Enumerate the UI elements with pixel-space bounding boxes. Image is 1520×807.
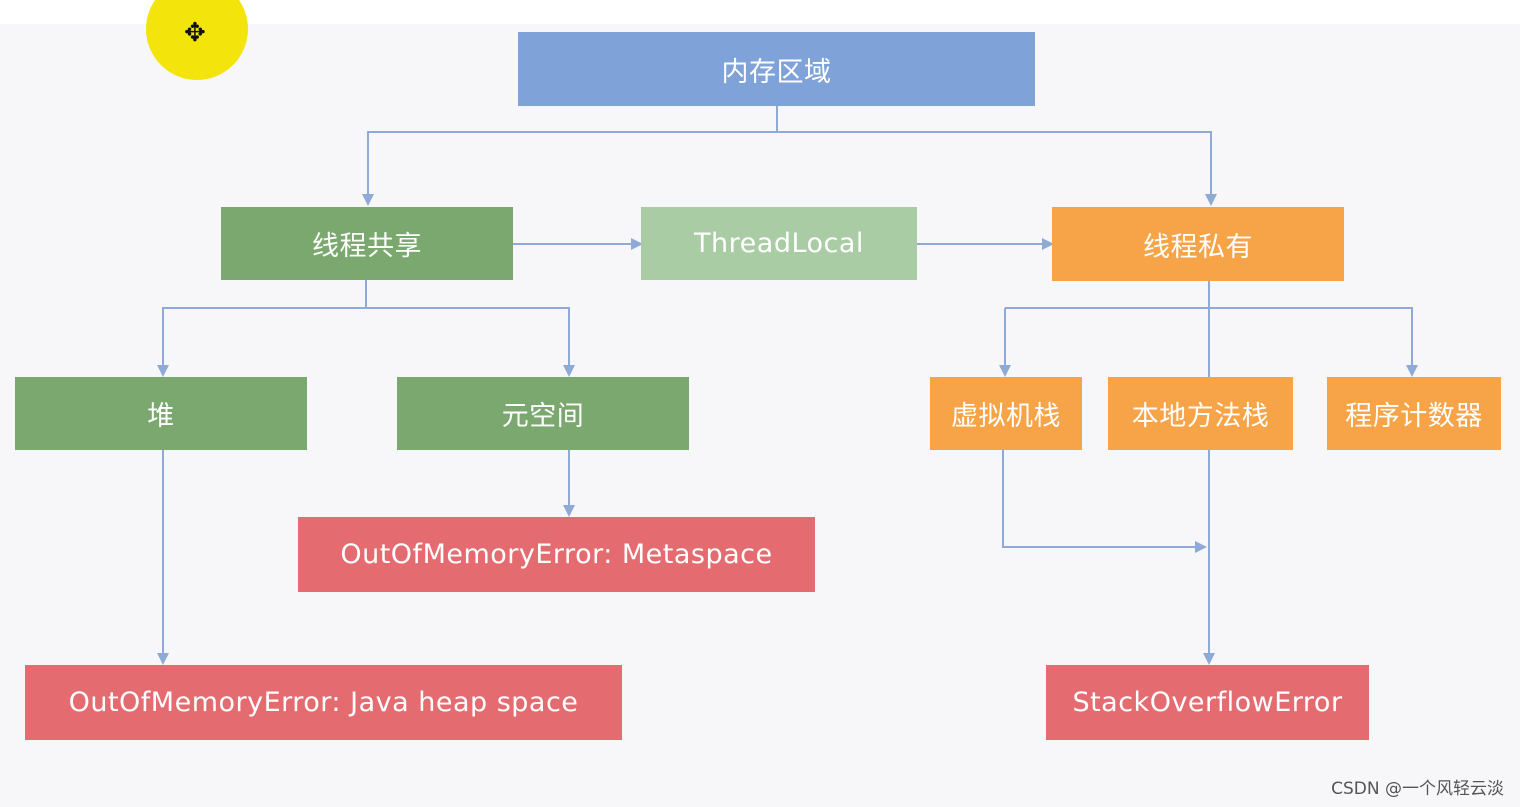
node-oom-metaspace: OutOfMemoryError: Metaspace	[298, 517, 815, 592]
node-thread-shared: 线程共享	[221, 207, 513, 280]
move-cursor-icon: ✥	[184, 18, 206, 48]
node-stack-overflow: StackOverflowError	[1046, 665, 1369, 740]
node-vm-stack: 虚拟机栈	[930, 377, 1082, 450]
node-thread-private: 线程私有	[1052, 207, 1344, 281]
node-program-counter: 程序计数器	[1327, 377, 1501, 450]
node-oom-java-heap: OutOfMemoryError: Java heap space	[25, 665, 622, 740]
watermark: CSDN @一个风轻云淡	[1331, 779, 1504, 799]
connector-vmstack-to-stackoverflow	[1002, 450, 1207, 553]
node-threadlocal: ThreadLocal	[641, 207, 917, 280]
connector-private-branch	[1005, 307, 1418, 377]
node-native-method-stack: 本地方法栈	[1108, 377, 1293, 450]
connector-shared-to-metaspace	[366, 307, 575, 377]
connector-shared-to-heap	[157, 280, 367, 377]
cursor-highlight	[146, 0, 248, 80]
node-metaspace: 元空间	[397, 377, 689, 450]
connector-root-to-private	[777, 131, 1217, 206]
node-heap: 堆	[15, 377, 307, 450]
top-strip	[0, 0, 1520, 24]
node-memory-area: 内存区域	[518, 32, 1035, 106]
connector-root-to-shared	[362, 106, 778, 206]
